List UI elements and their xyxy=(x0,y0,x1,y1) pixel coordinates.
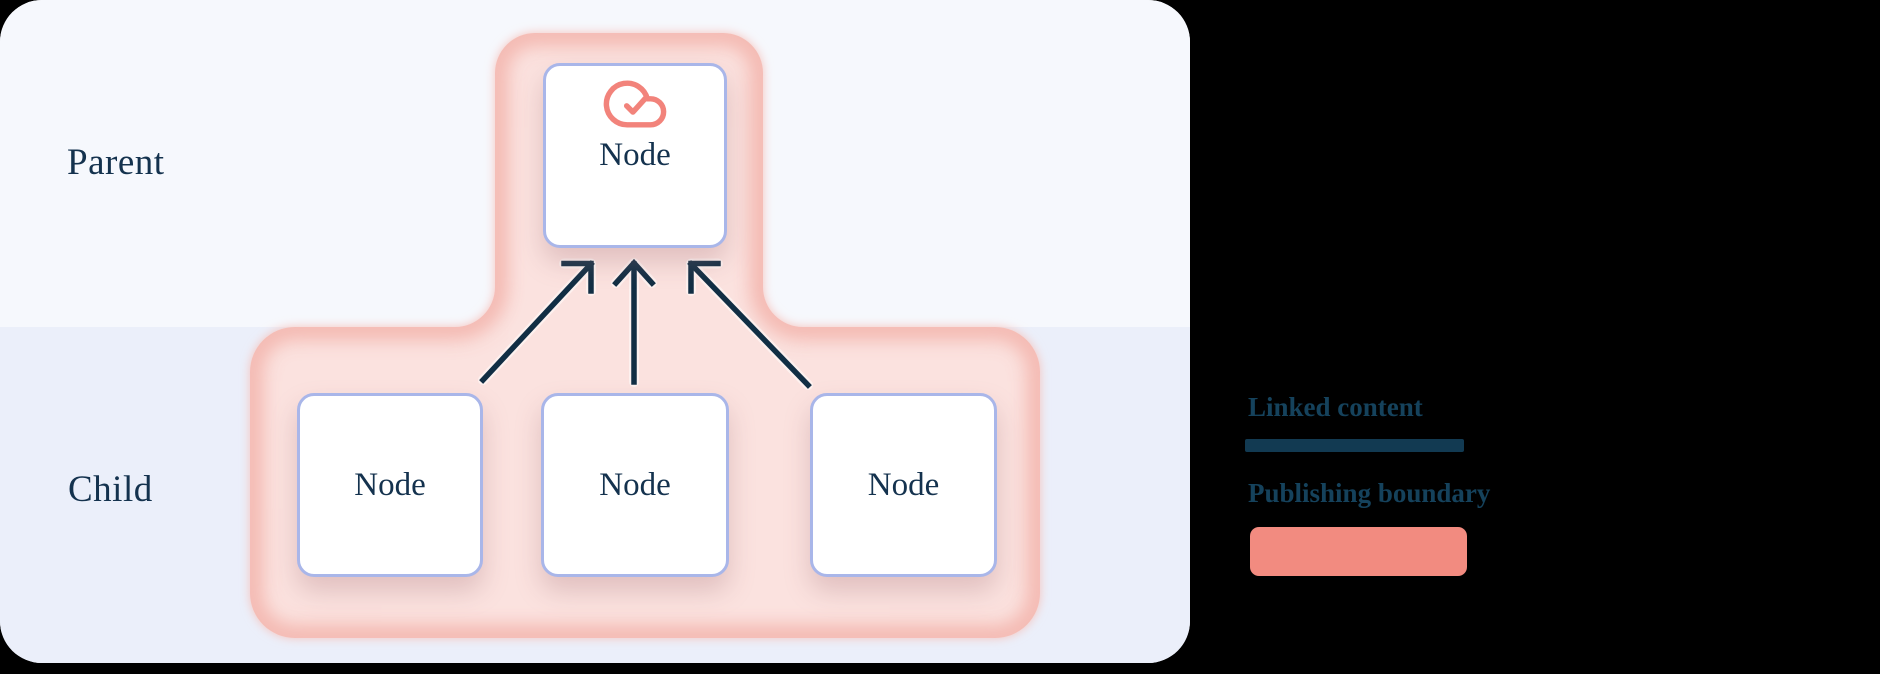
child-node-1: Node xyxy=(297,393,483,577)
diagram-card: Parent Child Node Node Node Node xyxy=(0,0,1190,663)
legend-linked-content-label: Linked content xyxy=(1248,392,1423,422)
child-node-2: Node xyxy=(541,393,729,577)
child-node-1-label: Node xyxy=(354,466,426,503)
arrow-child2-to-parent xyxy=(612,258,656,385)
legend: Linked content Publishing boundary xyxy=(1245,392,1568,594)
arrow-child3-to-parent xyxy=(687,260,812,389)
publishing-boundary-swatch xyxy=(1250,527,1467,576)
legend-publishing-boundary-label: Publishing boundary xyxy=(1248,478,1491,508)
child-node-2-label: Node xyxy=(599,466,671,503)
cloud-check-icon xyxy=(601,78,669,130)
child-node-3: Node xyxy=(810,393,997,577)
parent-node: Node xyxy=(543,63,727,248)
child-node-3-label: Node xyxy=(867,466,940,503)
linked-content-line-swatch xyxy=(1245,439,1464,452)
arrow-child1-to-parent xyxy=(479,260,595,384)
parent-node-label: Node xyxy=(599,137,671,173)
parent-row-label: Parent xyxy=(67,142,165,183)
child-row-label: Child xyxy=(68,469,153,510)
